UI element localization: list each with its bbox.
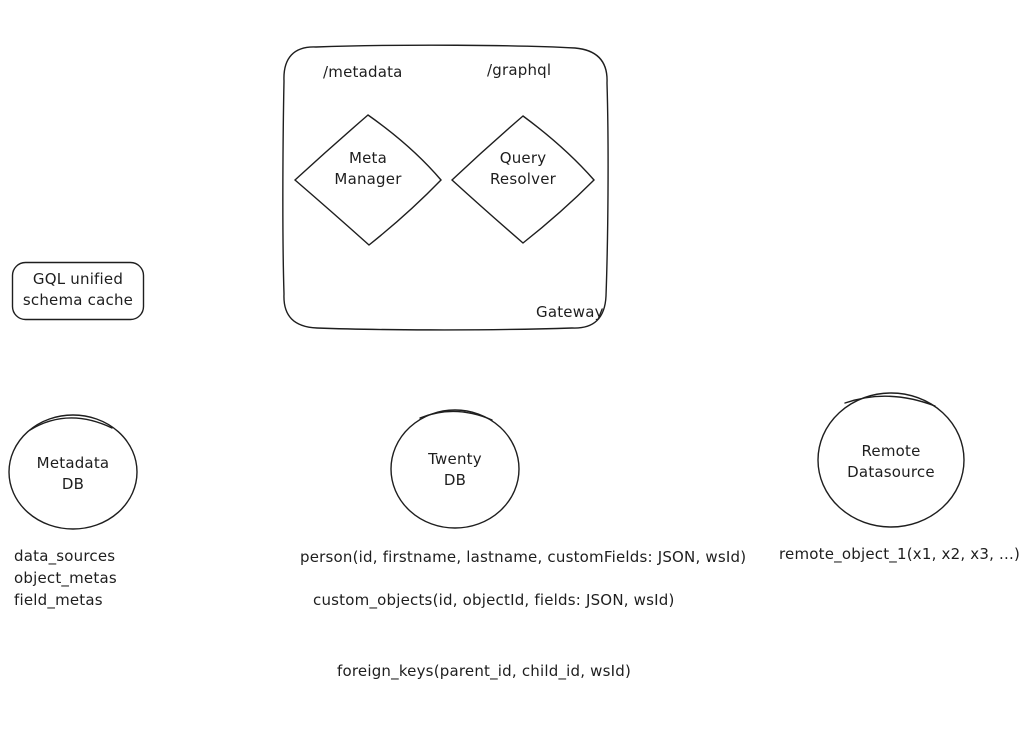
query-resolver-diamond [450,115,595,244]
remote-table-remote-object-1: remote_object_1(x1, x2, x3, ...) [779,545,1021,563]
metadata-db-label: Metadata DB [13,453,133,495]
schema-cache-label-line1: GQL unified [32,270,124,288]
query-resolver-label: Query Resolver [463,148,583,190]
remote-datasource-sketch-stroke [844,395,936,407]
twenty-db-sketch-stroke [419,410,493,421]
twenty-table-foreign-keys: foreign_keys(parent_id, child_id, wsId) [337,662,632,680]
query-resolver-label-line2: Resolver [489,170,556,188]
schema-cache-box [11,261,145,321]
meta-manager-label: Meta Manager [308,148,428,190]
metadata-db-tables: data_sources object_metas field_metas [14,545,117,611]
endpoint-graphql-label: /graphql [487,61,552,79]
metadata-db-circle [8,414,138,530]
remote-datasource-label-line1: Remote [861,442,921,460]
query-resolver-label-line1: Query [499,149,547,167]
gateway-label: Gateway [536,303,604,321]
metadata-table-object-metas: object_metas [14,569,117,587]
twenty-db-label: Twenty DB [395,449,515,491]
twenty-table-person: person(id, firstname, lastname, customFi… [300,548,747,566]
meta-manager-label-line2: Manager [334,170,402,188]
schema-cache-label-line2: schema cache [22,291,134,309]
metadata-db-label-line2: DB [61,475,85,493]
metadata-table-data-sources: data_sources [14,547,116,565]
gateway-box [282,44,609,331]
remote-datasource-circle [817,392,965,528]
remote-datasource-label: Remote Datasource [811,441,971,483]
twenty-db-label-line1: Twenty [428,450,482,468]
twenty-table-custom-objects: custom_objects(id, objectId, fields: JSO… [313,591,675,609]
metadata-db-sketch-stroke [29,417,113,431]
twenty-db-circle [390,409,520,529]
meta-manager-label-line1: Meta [348,149,388,167]
metadata-db-label-line1: Metadata [36,454,110,472]
metadata-table-field-metas: field_metas [14,591,103,609]
twenty-db-label-line2: DB [443,471,467,489]
schema-cache-label: GQL unified schema cache [12,269,144,311]
endpoint-metadata-label: /metadata [323,63,403,81]
meta-manager-diamond [293,114,442,246]
remote-datasource-label-line2: Datasource [847,463,935,481]
